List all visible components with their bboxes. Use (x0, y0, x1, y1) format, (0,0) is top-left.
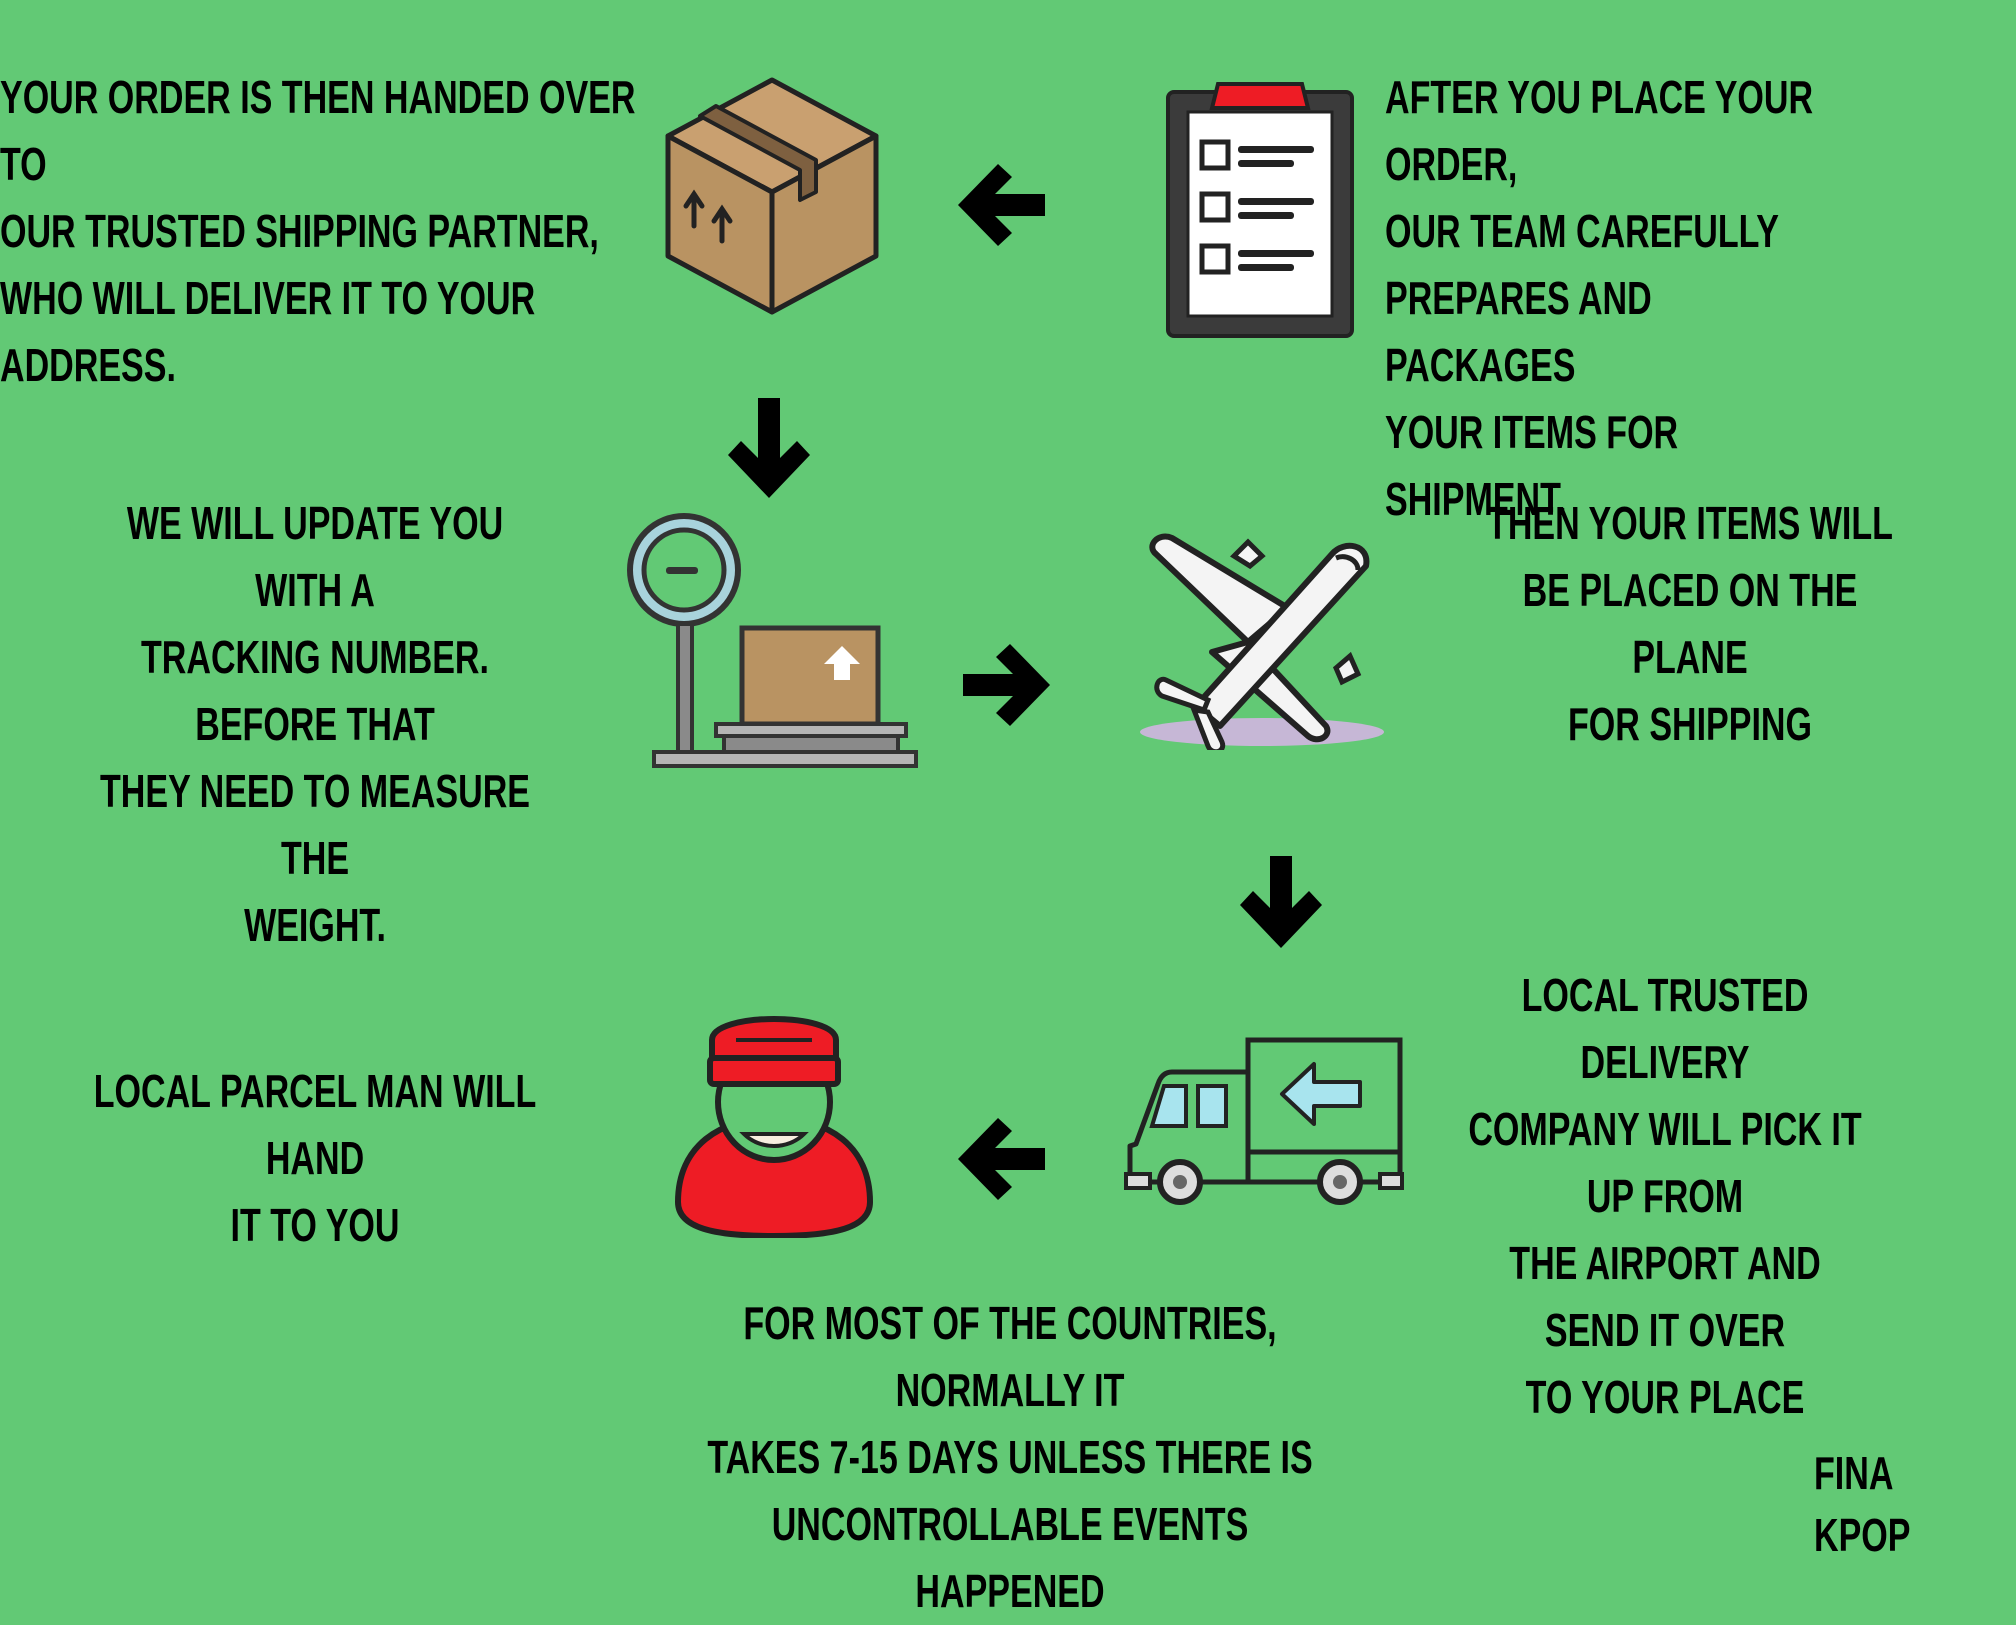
step-6-text: Local parcel man will hand it to you (93, 1065, 537, 1251)
arrow-left-1 (950, 160, 1050, 255)
delivery-man-icon (674, 1006, 874, 1243)
delivery-time-note: For most of the countries, normally it t… (707, 1297, 1313, 1617)
cardboard-box-icon (664, 76, 880, 321)
delivery-truck-icon (1124, 1036, 1404, 1213)
weighing-scale-icon (626, 512, 920, 779)
arrow-down-1 (724, 398, 814, 513)
step-5-text: Local trusted delivery company will pick… (1468, 969, 1862, 1423)
step-2-text: Your order is then handed over to our tr… (0, 71, 636, 391)
step-1-text: After you place your order, our team car… (1385, 71, 1814, 525)
clipboard-checklist-icon (1160, 74, 1360, 349)
arrow-right-1 (958, 640, 1058, 735)
step-4-text: Then your items will be placed on the pl… (1487, 497, 1893, 750)
airplane-icon (1136, 530, 1386, 755)
brand-label: FINA KPOP (1814, 1447, 1911, 1561)
step-3-text: We will update you with a tracking numbe… (99, 497, 530, 951)
arrow-left-2 (950, 1114, 1050, 1209)
arrow-down-2 (1236, 856, 1326, 961)
